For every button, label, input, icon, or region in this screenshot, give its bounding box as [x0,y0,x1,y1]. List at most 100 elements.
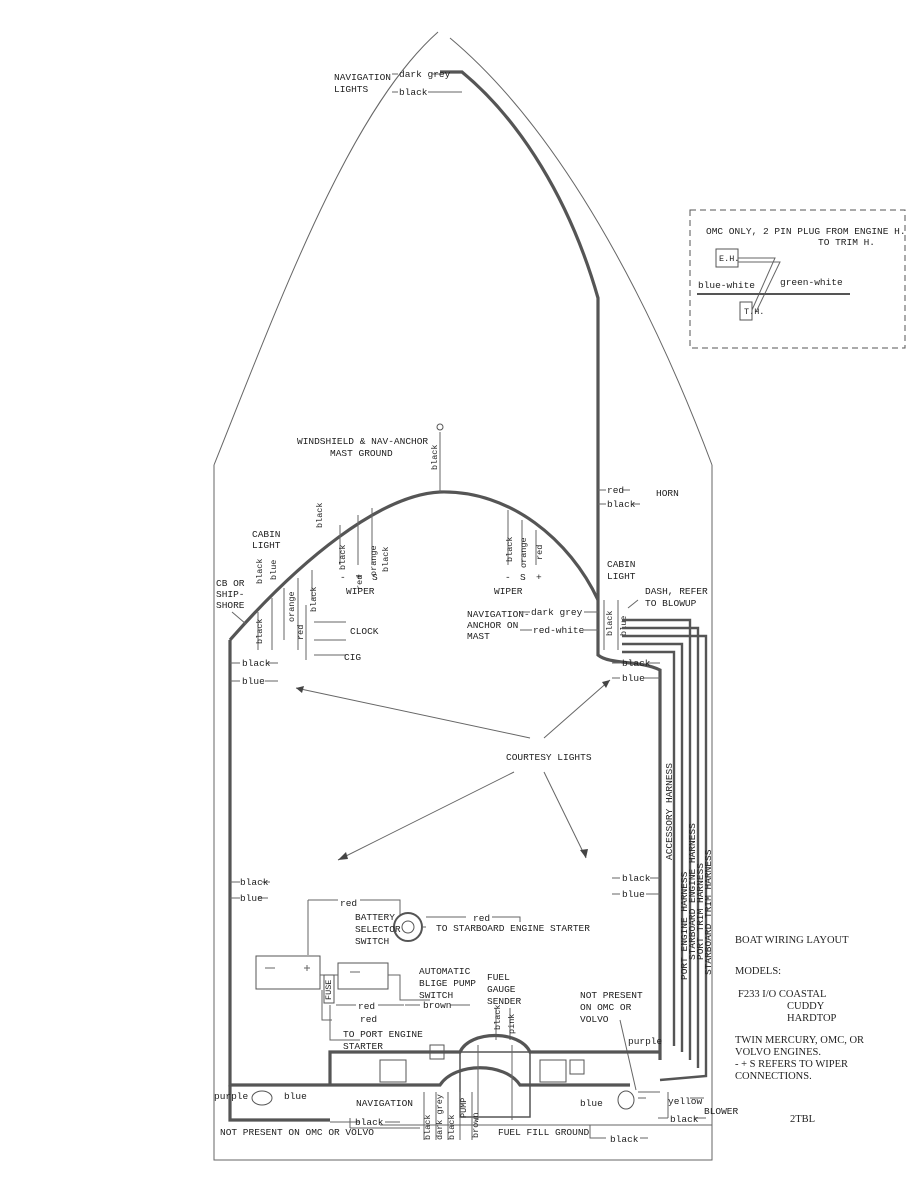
notes-model-2: CUDDY [787,1001,825,1012]
pump-wire-black-2: black [447,1114,457,1140]
clock-label: CLOCK [350,626,379,637]
bottom-wire-black-3: black [610,1134,639,1145]
bilge-wire-red-1: red [358,1001,375,1012]
left-wire-black-4: black [315,502,325,528]
blowup-wire-left: blue-white [698,280,755,291]
blowup-title-2: TO TRIM H. [818,237,875,248]
notes-model-3: HARDTOP [787,1013,837,1024]
fuel-label-3: SENDER [487,996,522,1007]
harness-accessory: ACCESSORY HARNESS [664,763,675,860]
nav-anchor-label-3: MAST [467,631,490,642]
bottom-wire-black: black [355,1117,384,1128]
right-wiper-wire-orange: orange [519,537,529,568]
notes-code: 2TBL [790,1114,815,1125]
nav-anchor-label-1: NAVIGATION- [467,609,530,620]
blowup-wire-right: green-white [780,277,843,288]
dash-wire-blue: blue [619,616,629,636]
fuel-label-1: FUEL [487,972,510,983]
lower-right-wire-black: black [622,873,651,884]
bottom-wire-blue: blue [284,1091,307,1102]
bow-wire-black: black [399,87,428,98]
right-wiper-sign-plus: + [536,572,542,583]
left-wire-black-1: black [255,618,265,644]
pump-wire-black: black [423,1114,433,1140]
lower-right-wire-blue: blue [622,889,645,900]
not-present-label-1: NOT PRESENT [580,990,643,1001]
battery-label-2: SELECTOR [355,924,401,935]
mast-label-1: WINDSHIELD & NAV-ANCHOR [297,436,428,447]
mast-label-2: MAST GROUND [330,448,393,459]
fuel-label-2: GAUGE [487,984,516,995]
blowup-th-label: T.H. [744,307,764,317]
battery-wire-red: red [340,898,357,909]
right-wiper-sign-s: S [520,572,526,583]
nav-anchor-label-2: ANCHOR ON [467,620,518,631]
notes-model-1: F233 I/O COASTAL [738,989,826,1000]
bilge-label-3: SWITCH [419,990,453,1001]
bottom-wires [330,1091,712,1140]
left-cluster [257,570,346,660]
bottom-wire-blue-r: blue [580,1098,603,1109]
left-side-wire-blue: blue [242,676,265,687]
horn-wire-red: red [607,485,624,496]
fuel-wire-pink: pink [507,1014,517,1034]
left-wiper-wire-orange: orange [369,545,379,576]
harness-port-trim: PORT TRIM HARNESS [695,863,706,960]
harness-port-engine: PORT ENGINE HARNESS [679,871,690,980]
right-wiper-wire-red: red [535,545,545,560]
cig-label: CIG [344,652,361,663]
cabin-light-right-1: CABIN [607,559,636,570]
nav-anchor-wire-dark-grey: dark grey [531,607,583,618]
not-present-label-2: ON OMC OR [580,1002,632,1013]
battery-assembly [255,899,521,1041]
courtesy-lights-label: COURTESY LIGHTS [506,752,592,763]
nav-anchor-wire-red-white: red-white [533,625,585,636]
blowup-title-1: OMC ONLY, 2 PIN PLUG FROM ENGINE H. [706,226,906,237]
bottom-not-present: NOT PRESENT ON OMC OR VOLVO [220,1127,374,1138]
courtesy-arrows [295,679,611,861]
cb-label-2: SHIP- [216,589,245,600]
horn-label: HORN [656,488,679,499]
harness-starboard-trim: STARBOARD TRIM HARNESS [703,849,714,975]
bilge-wire-red-2: red [360,1014,377,1025]
notes-engines-1: TWIN MERCURY, OMC, OR [735,1035,864,1046]
battery-wire-red-2: red [473,913,490,924]
blowup-box [689,209,906,349]
horn-wire-black: black [607,499,636,510]
notes-engines-2: VOLVO ENGINES. [735,1047,821,1058]
bottom-wire-purple: purple [214,1091,249,1102]
blower-label: BLOWER [704,1106,739,1117]
cabin-light-left-1: CABIN [252,529,281,540]
right-wiper-label: WIPER [494,586,523,597]
dash-wire-black: black [605,610,615,636]
to-starboard-starter: TO STARBOARD ENGINE STARTER [436,923,590,934]
bilge-label-2: BLIGE PUMP [419,978,476,989]
nav-lights-label-1: NAVIGATION [334,72,391,83]
lower-left-wire-blue: blue [240,893,263,904]
pump-wire-dark-grey: dark grey [435,1094,445,1140]
blowup-eh-label: E.H. [719,254,739,264]
mast-ground-terminal [436,423,444,431]
port-starter-label-2: STARTER [343,1041,383,1052]
left-side-wire-black: black [242,658,271,669]
fuse-label: FUSE [324,980,334,1000]
fuel-fill-ground: FUEL FILL GROUND [498,1127,590,1138]
left-wiper-sign-minus: - [340,572,346,583]
nav-lights-label-2: LIGHTS [334,84,369,95]
right-side-wire-black: black [622,658,651,669]
cabin-light-right-2: LIGHT [607,571,636,582]
right-side-wire-blue: blue [622,673,645,684]
hull-outline [213,31,713,1161]
notes-models-label: MODELS: [735,966,781,977]
left-wiper-wire-black-2: black [381,546,391,572]
left-wiper-wire-black: black [338,544,348,570]
left-wiper-sign-s: S [372,572,378,583]
left-wire-black-2: black [255,558,265,584]
harness-starboard-engine: STARBOARD ENGINE HARNESS [687,823,698,960]
left-wire-red: red [296,625,306,640]
bilge-label-1: AUTOMATIC [419,966,471,977]
dash-label-2: TO BLOWUP [645,598,697,609]
engine-bay [328,1033,660,1120]
cabin-light-left-2: LIGHT [252,540,281,551]
